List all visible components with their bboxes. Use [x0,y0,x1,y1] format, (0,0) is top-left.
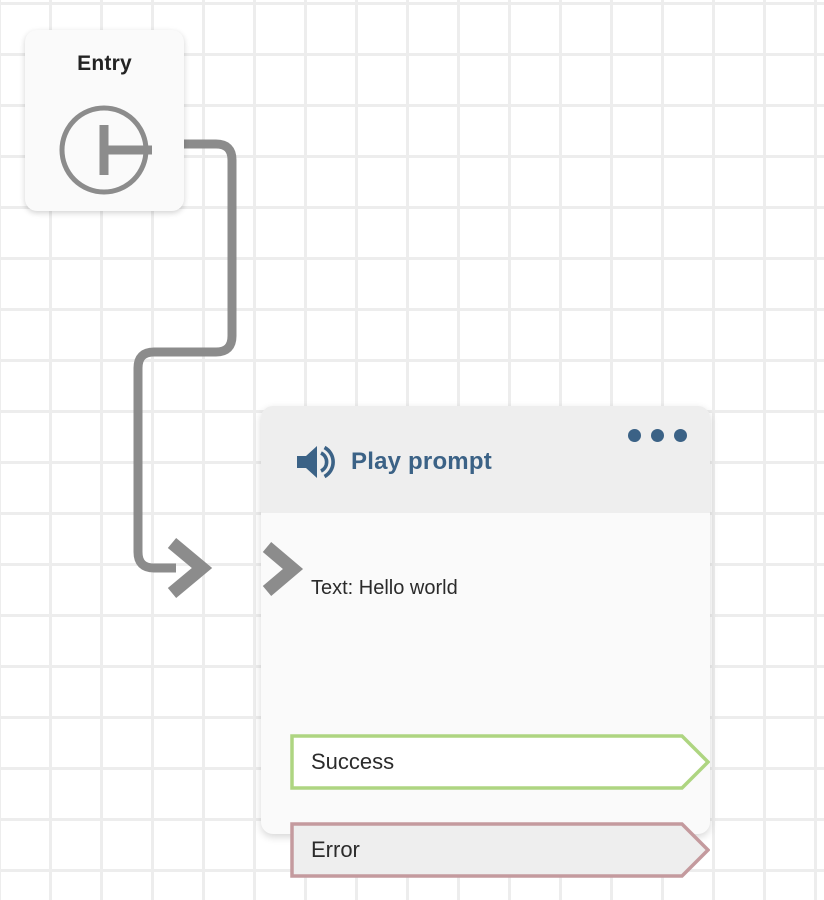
kebab-dot-2 [651,429,664,442]
outcome-success-label: Success [311,749,395,774]
kebab-menu-icon[interactable] [628,429,687,442]
entry-port-icon [59,105,152,195]
node-header: Play prompt [261,406,710,513]
node-parameter-text: Text: Hello world [311,576,458,599]
kebab-dot-1 [628,429,641,442]
outcome-arrow-icon [290,822,710,878]
kebab-dot-3 [674,429,687,442]
outcome-error[interactable]: Error [290,822,710,878]
outcome-success[interactable]: Success [290,734,710,790]
node-body: Text: Hello world Success Error [261,513,710,834]
speaker-icon [297,445,335,479]
play-prompt-node[interactable]: Play prompt Text: Hello world [261,406,710,834]
node-title: Play prompt [351,448,492,475]
outcome-error-label: Error [311,837,360,862]
node-parameter-row: Text: Hello world [261,563,458,613]
entry-node-title: Entry [77,52,132,75]
entry-node[interactable]: Entry [25,30,184,211]
node-input-port-icon[interactable] [261,541,305,597]
connector-arrowhead-icon [167,538,213,598]
outcome-arrow-icon [290,734,710,790]
